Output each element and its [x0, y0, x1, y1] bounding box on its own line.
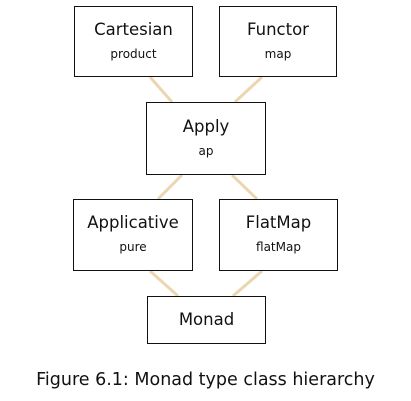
cartesian-method: product [110, 46, 157, 61]
applicative-title: Applicative [87, 213, 179, 232]
edge-cartesian-apply [148, 76, 174, 103]
figure-caption: Figure 6.1: Monad type class hierarchy [36, 370, 375, 390]
apply-method: ap [198, 143, 214, 158]
apply-title: Apply [182, 117, 230, 136]
flatmap-method: flatMap [256, 239, 301, 254]
functor-node: Functor map [219, 6, 337, 77]
edge-apply-flatmap [230, 173, 259, 201]
edge-functor-apply [233, 75, 264, 104]
edge-flatmap-monad [232, 269, 263, 298]
functor-method: map [264, 46, 292, 61]
monad-node: Monad [147, 296, 266, 344]
edge-applicative-monad [149, 269, 179, 298]
flatmap-title: FlatMap [245, 213, 312, 232]
flatmap-node: FlatMap flatMap [219, 199, 338, 271]
cartesian-title: Cartesian [94, 20, 173, 39]
applicative-method: pure [119, 239, 147, 254]
apply-node: Apply ap [146, 102, 266, 175]
monad-title: Monad [178, 310, 235, 329]
applicative-node: Applicative pure [73, 199, 193, 271]
edge-apply-applicative [156, 173, 184, 201]
cartesian-node: Cartesian product [74, 6, 193, 77]
functor-title: Functor [247, 20, 309, 39]
